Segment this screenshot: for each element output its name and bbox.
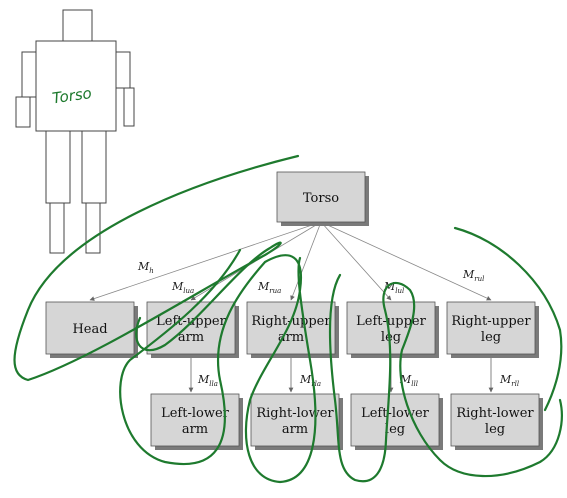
robot-torso	[35, 40, 117, 132]
edge-label-rla: Mrla	[299, 373, 321, 388]
edge-torso-to-right-upper-arm	[290, 221, 322, 301]
robot-right-upper-leg	[81, 130, 107, 204]
node-right-lower-leg-box	[450, 393, 540, 447]
edge-torso-to-head	[89, 221, 322, 301]
node-head-label: Head	[72, 322, 107, 337]
node-torso: Torso	[276, 171, 369, 226]
node-left-lower-leg-box	[350, 393, 440, 447]
node-torso-label: Torso	[303, 191, 339, 206]
node-right-lower-arm-box	[250, 393, 340, 447]
edge-label-h: Mh	[137, 260, 154, 275]
edge-label-rua: Mrua	[257, 280, 281, 295]
ink-annotations	[13, 154, 563, 484]
edge-torso-to-left-upper-leg	[320, 221, 392, 301]
node-right-upper-leg-box	[446, 301, 536, 355]
ink-stroke-2	[119, 248, 317, 484]
edge-label-lua: Mlua	[171, 280, 194, 295]
edge-label-rll: Mrll	[499, 373, 519, 388]
ink-stroke-4	[453, 226, 563, 412]
robot-head	[62, 9, 93, 42]
robot-right-upper-arm	[115, 51, 131, 89]
node-head: Head	[45, 301, 138, 358]
node-left-upper-leg-box	[346, 301, 436, 355]
robot-torso-handwriting: Torso	[51, 84, 93, 107]
edge-torso-to-right-upper-leg	[320, 221, 492, 301]
edge-label-lla: Mlla	[197, 373, 218, 388]
robot-left-lower-leg	[49, 202, 65, 254]
node-torso-box	[276, 171, 366, 223]
robot-left-upper-leg	[45, 130, 71, 204]
robot-figure	[15, 9, 135, 254]
node-right-upper-arm-box	[246, 301, 336, 355]
robot-right-lower-leg	[85, 202, 101, 254]
node-head-box	[45, 301, 135, 355]
ink-stroke-1	[13, 154, 300, 382]
robot-left-upper-arm	[21, 51, 37, 98]
ink-stroke-3	[328, 273, 563, 483]
robot-left-lower-arm	[15, 96, 31, 128]
edge-label-rul: Mrul	[462, 268, 484, 283]
robot-right-lower-arm	[123, 87, 135, 127]
